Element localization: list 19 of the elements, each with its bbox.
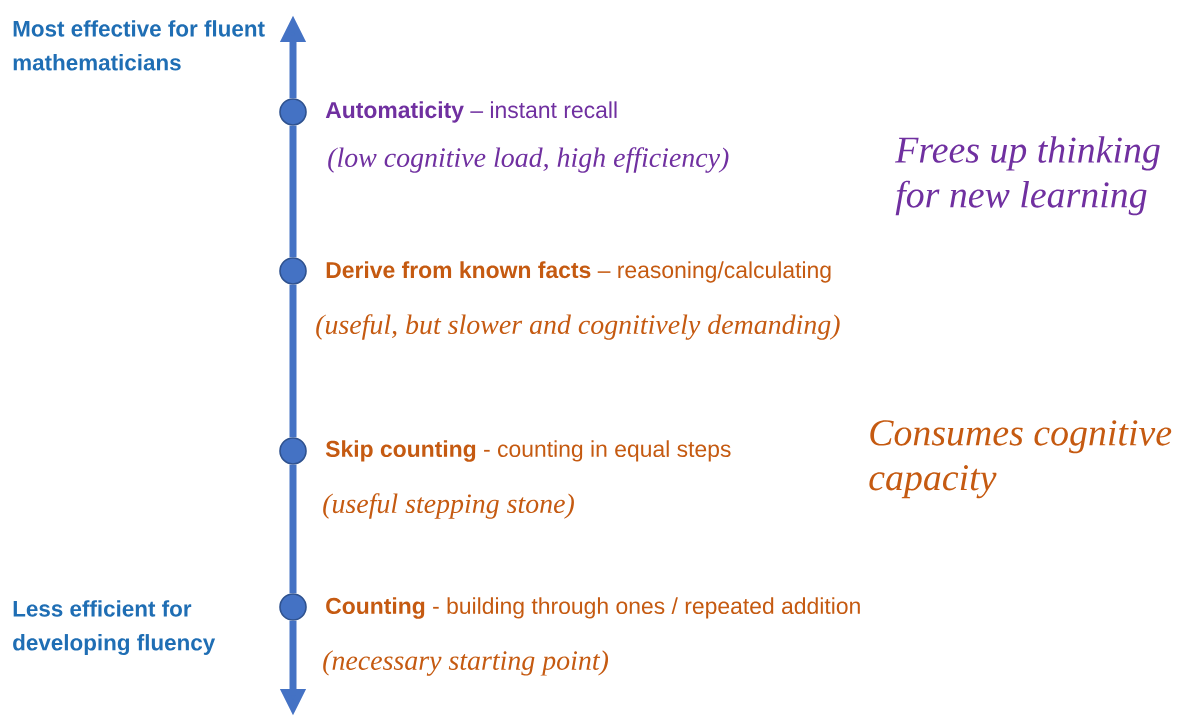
timeline-dot bbox=[279, 437, 307, 465]
timeline-dot bbox=[279, 257, 307, 285]
timeline-dot bbox=[279, 593, 307, 621]
scale-end-label: Less efficient for developing fluency bbox=[13, 600, 216, 656]
handwritten-note: (useful stepping stone) bbox=[323, 493, 574, 519]
step-label: Automaticity – instant recall bbox=[325, 101, 617, 123]
side-note: Consumes cognitive capacity bbox=[869, 420, 1172, 499]
handwritten-note: (useful, but slower and cognitively demanding) bbox=[316, 314, 840, 340]
handwritten-note: (low cognitive load, high efficiency) bbox=[328, 147, 729, 173]
scale-end-label: Most effective for fluent mathematicians bbox=[13, 20, 265, 71]
timeline-dot bbox=[279, 98, 307, 126]
handwritten-note: (necessary starting point) bbox=[323, 650, 609, 676]
step-label: Derive from known facts – reasoning/calculating bbox=[326, 261, 831, 283]
step-label: Counting - building through ones / repeated addition bbox=[326, 597, 860, 619]
scale-line bbox=[289, 284, 297, 438]
scale-line bbox=[289, 125, 297, 258]
side-note: Frees up thinking for new learning bbox=[895, 136, 1160, 216]
scale-line bbox=[289, 464, 297, 594]
step-label: Skip counting - counting in equal steps bbox=[325, 440, 731, 462]
